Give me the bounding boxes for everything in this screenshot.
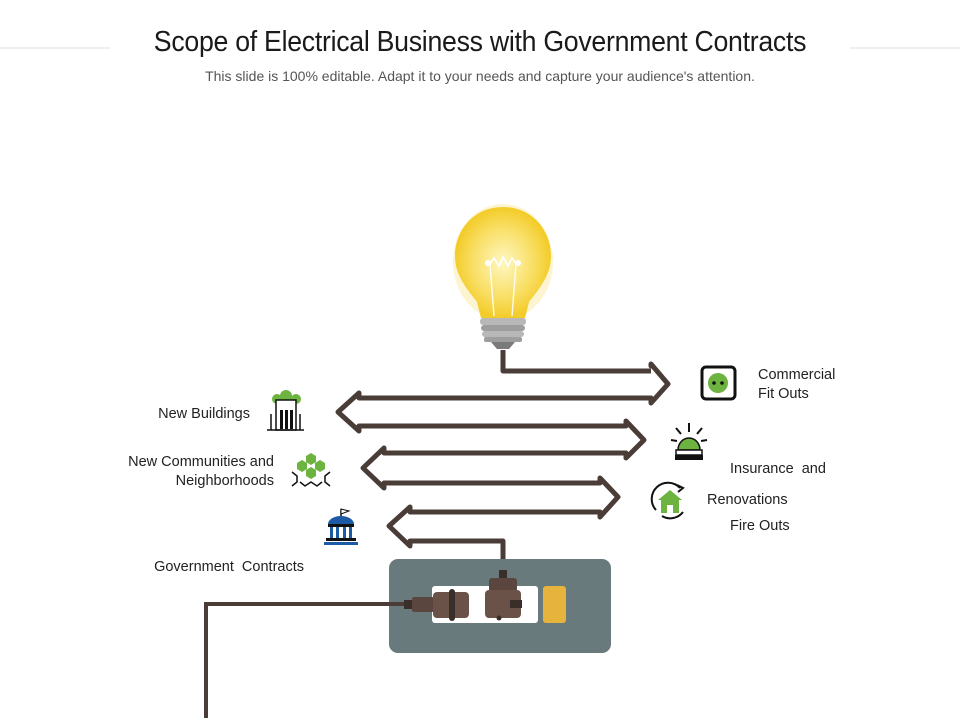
label-commercial-fit-outs: Commercial Fit Outs xyxy=(758,366,835,404)
title-decoration-right xyxy=(850,47,960,49)
label-new-buildings: New Buildings xyxy=(100,405,250,424)
label-communities-line1: New Communities and xyxy=(128,454,274,470)
arrow-heads xyxy=(335,361,671,549)
label-government-line1: Government Contracts xyxy=(154,559,304,575)
label-commercial-line2: Fit Outs xyxy=(758,386,809,402)
label-renovations-line1: Renovations xyxy=(707,492,788,508)
label-insurance-line2: Fire Outs xyxy=(730,518,790,534)
community-hexagons-icon xyxy=(291,453,331,487)
label-commercial-line1: Commercial xyxy=(758,367,836,383)
power-cord xyxy=(204,602,410,718)
alarm-siren-icon xyxy=(670,423,708,460)
label-renovations: Renovations xyxy=(707,491,788,510)
page-title: Scope of Electrical Business with Govern… xyxy=(153,26,807,58)
label-new-communities: New Communities and Neighborhoods xyxy=(60,453,274,491)
label-communities-line2: Neighborhoods xyxy=(175,473,274,489)
power-socket-icon xyxy=(700,365,737,401)
buildings-icon xyxy=(267,390,304,431)
title-decoration-left xyxy=(0,47,110,49)
label-new-buildings-line1: New Buildings xyxy=(158,406,250,422)
light-bulb-icon xyxy=(453,204,553,349)
label-insurance-line1: Insurance and xyxy=(730,461,826,477)
left-plug xyxy=(404,589,469,621)
power-wire-zigzag xyxy=(359,350,651,575)
government-building-icon xyxy=(324,508,358,545)
label-government-contracts: Government Contracts xyxy=(80,520,304,596)
page-subtitle: This slide is 100% editable. Adapt it to… xyxy=(205,68,755,84)
label-insurance-fire-outs: Insurance and Fire Outs xyxy=(730,422,826,555)
home-renovation-icon xyxy=(650,481,685,520)
right-plug xyxy=(485,570,522,621)
